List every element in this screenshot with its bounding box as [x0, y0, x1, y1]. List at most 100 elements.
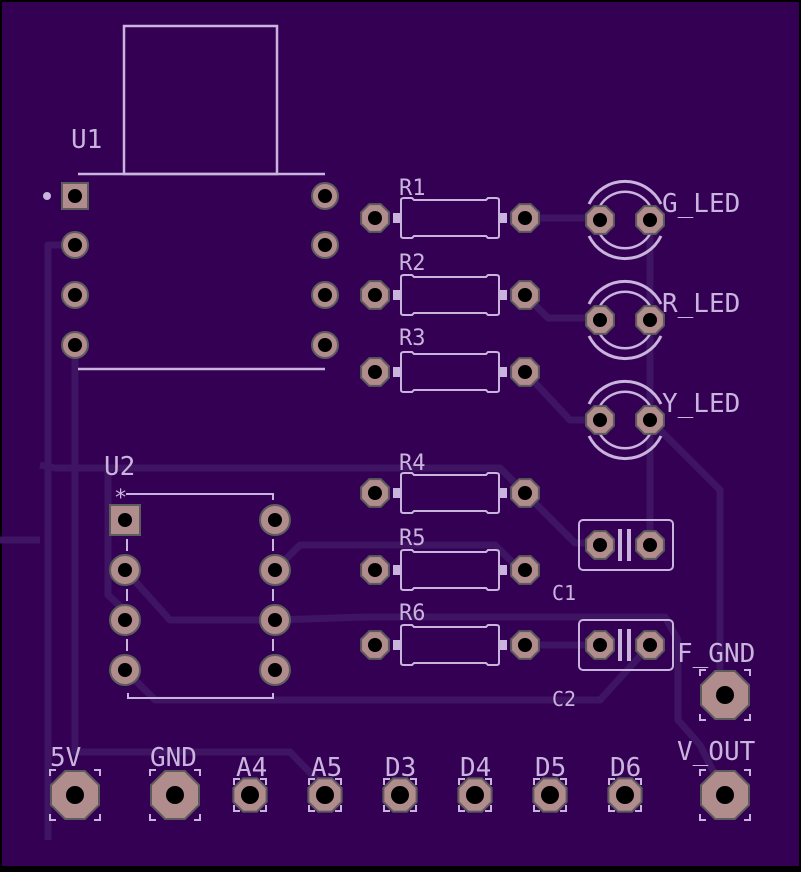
pad-drill: [118, 613, 132, 627]
u1-pin-7[interactable]: [311, 231, 339, 259]
pad-a4[interactable]: [232, 777, 268, 813]
pad-d3[interactable]: [382, 777, 418, 813]
led-inner-arc: [598, 290, 652, 307]
resistor-pad[interactable]: [360, 630, 390, 660]
resistor-R1: [393, 197, 507, 239]
u1-pin-8[interactable]: [311, 182, 339, 210]
resistor-body-outline: [400, 351, 500, 393]
connector-outline-marks: [308, 778, 342, 812]
led-pad[interactable]: [635, 405, 665, 435]
led-outline-arc: [587, 380, 663, 405]
capacitor-C1: [578, 519, 674, 571]
g-led-label: G_LED: [662, 189, 740, 219]
capacitor-outline: [578, 519, 674, 571]
u1-pin-6[interactable]: [311, 281, 339, 309]
pad-v-out[interactable]: [700, 770, 750, 820]
resistor-lead-stub: [393, 290, 401, 300]
c2-label: C2: [552, 687, 576, 711]
led-pad[interactable]: [585, 305, 615, 335]
capacitor-outline: [578, 619, 674, 671]
u2-pin-1[interactable]: [109, 504, 141, 536]
pad-drill: [268, 563, 282, 577]
resistor-lead-stub: [499, 367, 507, 377]
led-pad[interactable]: [635, 205, 665, 235]
pad-drill: [541, 786, 559, 804]
pad-drill: [66, 786, 84, 804]
capacitor-C2: [578, 619, 674, 671]
resistor-lead-stub: [393, 213, 401, 223]
led-Y_LED: [587, 380, 663, 460]
label-d5: D5: [535, 753, 566, 783]
resistor-pad[interactable]: [510, 478, 540, 508]
led-inner-arc: [598, 190, 652, 207]
r2-label: R2: [399, 251, 426, 276]
pad-drill: [593, 638, 607, 652]
label-d4: D4: [460, 753, 491, 783]
connector-outline-marks: [533, 778, 567, 812]
pad-5v[interactable]: [50, 770, 100, 820]
u2-pin-6[interactable]: [259, 604, 291, 636]
resistor-lead-stub: [393, 640, 401, 650]
pad-drill: [68, 338, 82, 352]
pad-gnd[interactable]: [150, 770, 200, 820]
pad-d4[interactable]: [457, 777, 493, 813]
resistor-pad[interactable]: [360, 555, 390, 585]
connector-outline-marks: [699, 769, 751, 821]
resistor-pad[interactable]: [510, 630, 540, 660]
resistor-lead-stub: [393, 565, 401, 575]
u2-pin-4[interactable]: [109, 654, 141, 686]
u2-outline-bottom: [127, 693, 274, 699]
trace: [71, 345, 325, 788]
led-pad[interactable]: [585, 405, 615, 435]
connector-outline-marks: [49, 769, 101, 821]
label-f-gnd: F_GND: [677, 639, 755, 669]
pad-drill: [118, 663, 132, 677]
resistor-pad[interactable]: [360, 357, 390, 387]
u1-footprint: [78, 24, 325, 371]
pad-f-gnd[interactable]: [700, 670, 750, 720]
pad-d6[interactable]: [607, 777, 643, 813]
resistor-pad[interactable]: [510, 357, 540, 387]
pad-drill: [368, 288, 382, 302]
led-outline-arc: [587, 435, 663, 460]
led-inner-arc: [598, 333, 652, 350]
pad-drill: [318, 238, 332, 252]
u1-pin-3[interactable]: [61, 281, 89, 309]
pad-drill: [318, 338, 332, 352]
resistor-pad[interactable]: [510, 280, 540, 310]
u2-pin-8[interactable]: [259, 504, 291, 536]
u2-label: U2: [104, 452, 135, 482]
pad-drill: [368, 486, 382, 500]
u2-pin-2[interactable]: [109, 554, 141, 586]
pad-drill: [593, 538, 607, 552]
capacitor-pad[interactable]: [635, 530, 665, 560]
resistor-pad[interactable]: [360, 478, 390, 508]
c1-label: C1: [552, 581, 576, 605]
capacitor-pad[interactable]: [635, 630, 665, 660]
pad-a5[interactable]: [307, 777, 343, 813]
u1-pin-2[interactable]: [61, 231, 89, 259]
u1-pin-4[interactable]: [61, 331, 89, 359]
led-pad[interactable]: [635, 305, 665, 335]
led-inner-arc: [598, 390, 652, 407]
resistor-pad[interactable]: [510, 203, 540, 233]
u2-pin-5[interactable]: [259, 654, 291, 686]
pad-drill: [593, 313, 607, 327]
u1-pin-1[interactable]: [61, 182, 89, 210]
u1-pin-5[interactable]: [311, 331, 339, 359]
capacitor-pad[interactable]: [585, 530, 615, 560]
resistor-body-outline: [400, 197, 500, 239]
capacitor-pad[interactable]: [585, 630, 615, 660]
pad-drill: [593, 413, 607, 427]
r6-label: R6: [399, 601, 426, 626]
u2-pin-7[interactable]: [259, 554, 291, 586]
pad-d5[interactable]: [532, 777, 568, 813]
led-pad[interactable]: [585, 205, 615, 235]
resistor-pad[interactable]: [360, 203, 390, 233]
resistor-pad[interactable]: [510, 555, 540, 585]
resistor-pad[interactable]: [360, 280, 390, 310]
u2-pin-3[interactable]: [109, 604, 141, 636]
traces: [0, 214, 729, 840]
connector-outline-marks: [458, 778, 492, 812]
connector-outline-marks: [383, 778, 417, 812]
